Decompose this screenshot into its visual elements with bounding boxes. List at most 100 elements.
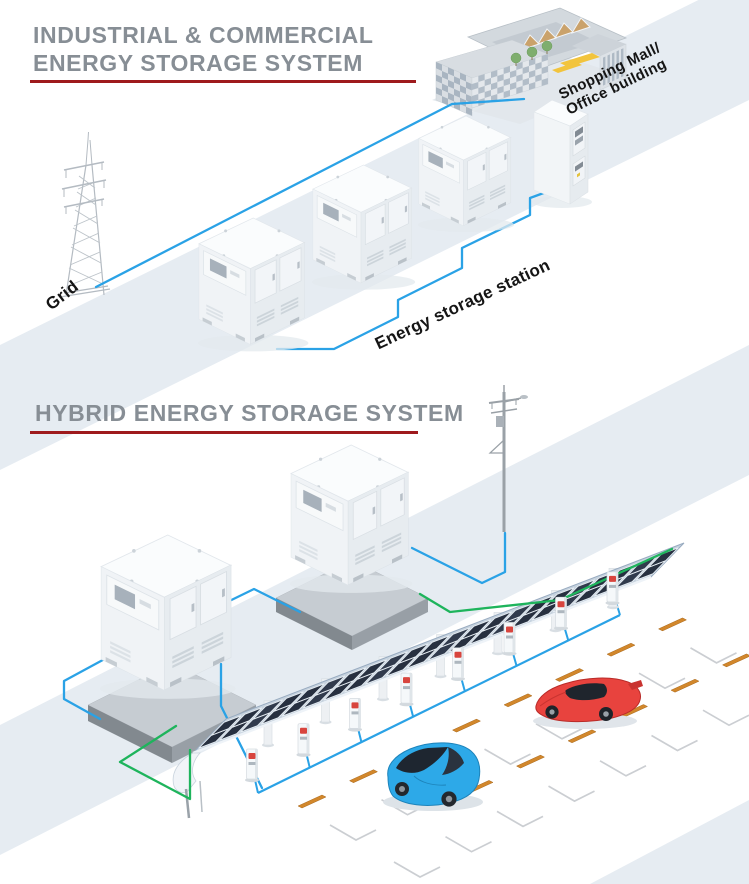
mall-window-cell xyxy=(541,54,548,63)
mall-window-cell xyxy=(528,82,536,91)
industrial-title-line2: ENERGY STORAGE SYSTEM xyxy=(33,49,363,76)
power-line-grid-to-mall xyxy=(94,97,526,289)
mall-window-cell xyxy=(490,82,498,91)
power-line-storage-bus xyxy=(275,185,562,351)
solar-panel-cell xyxy=(211,715,242,736)
mall-window-cell xyxy=(436,74,442,84)
mall-window-cell xyxy=(528,70,536,79)
mall-window-cell xyxy=(472,94,479,102)
mall-trees xyxy=(510,40,553,66)
power-line-left-loop xyxy=(62,653,114,721)
solar-panel-cell xyxy=(440,627,471,648)
industrial-title-line1: INDUSTRIAL & COMMERCIAL xyxy=(33,22,374,48)
mall-window-cell xyxy=(484,78,491,87)
mall-window-cell xyxy=(442,70,448,80)
parking-corner-mark xyxy=(445,835,492,853)
mall-window-cell xyxy=(484,90,491,99)
wheel-stop xyxy=(515,754,546,769)
charger-red-badge xyxy=(248,753,256,759)
charger-red-badge xyxy=(506,626,513,633)
wheel-stop xyxy=(721,653,749,668)
mall-window-cell xyxy=(503,78,510,87)
wheel-stop xyxy=(606,642,636,657)
ev-charger xyxy=(399,672,414,707)
shopping-mall-building xyxy=(432,7,630,124)
solar-panel-cell xyxy=(460,619,492,640)
mall-window-cell xyxy=(472,82,479,90)
blue-car xyxy=(383,742,483,811)
mall-window-cell xyxy=(497,86,504,95)
mall-right-wing xyxy=(599,43,627,91)
mall-window-cell xyxy=(503,90,510,99)
mall-checker-facade-right xyxy=(471,53,549,109)
solar-panel-cell xyxy=(273,691,304,712)
parking-corner-mark xyxy=(702,709,749,727)
parking-corner-mark xyxy=(484,748,531,766)
mall-window-cell xyxy=(448,67,454,77)
parking-corner-mark xyxy=(599,760,647,777)
solar-panel-cell xyxy=(377,651,408,672)
mall-window-cell xyxy=(466,106,472,116)
industrial-scene xyxy=(59,7,630,352)
solar-panel-cell xyxy=(294,683,325,704)
parking-corner-mark xyxy=(535,723,583,740)
canopy-front-edge xyxy=(192,575,652,755)
mall-window-cell xyxy=(448,92,454,102)
mall-window-cell xyxy=(442,83,448,93)
solar-panel-cell xyxy=(231,707,263,728)
ev-charger xyxy=(245,748,259,783)
wheel-stop xyxy=(451,718,482,733)
wheel-stop xyxy=(554,668,585,682)
mall-window-cell xyxy=(509,70,517,79)
mall-window-cell xyxy=(490,70,498,79)
wheel-stop xyxy=(297,794,327,809)
charger-red-badge xyxy=(300,727,307,734)
mall-window-cell xyxy=(460,72,466,82)
industrial-title-underline xyxy=(30,80,416,83)
pv-line-canopy-left xyxy=(118,724,192,801)
ev-charger xyxy=(348,698,362,732)
mall-window-cell xyxy=(541,66,548,75)
canopy-curved-end xyxy=(172,752,201,794)
mall-window-cell xyxy=(528,58,536,67)
charger-red-badge xyxy=(557,601,565,608)
mall-window-cell xyxy=(460,85,466,95)
mall-window-cell xyxy=(436,87,442,97)
parking-corner-mark xyxy=(651,734,698,752)
solar-panel-cell xyxy=(481,611,512,632)
parking-corner-mark xyxy=(690,647,737,664)
charger-red-badge xyxy=(403,677,410,684)
power-line-cabinet-to-pole xyxy=(410,531,507,585)
wheel-stop xyxy=(503,693,533,708)
wheel-stop xyxy=(348,769,379,783)
mall-window-cell xyxy=(503,66,510,75)
mall-window-cell xyxy=(516,86,523,95)
solar-panel-cell xyxy=(419,635,450,656)
ev-charger-row xyxy=(245,571,620,783)
industrial-section-title: INDUSTRIAL & COMMERCIAL ENERGY STORAGE S… xyxy=(33,22,373,77)
wheel-stop xyxy=(657,617,688,632)
canopy-end-leg-2 xyxy=(199,780,203,813)
ev-charger xyxy=(296,723,311,757)
ev-charger xyxy=(554,596,568,631)
ev-charger xyxy=(451,647,465,681)
utility-pole xyxy=(488,385,528,532)
hybrid-scene xyxy=(62,385,749,878)
parking-corner-mark xyxy=(393,861,441,878)
mall-window-cell xyxy=(448,79,454,89)
charger-red-badge xyxy=(609,575,616,582)
hybrid-title-underline xyxy=(30,431,418,434)
mall-window-cell xyxy=(454,76,460,86)
hybrid-section-title: HYBRID ENERGY STORAGE SYSTEM xyxy=(35,400,464,428)
mall-window-cell xyxy=(541,78,548,87)
mall-window-cell xyxy=(516,62,523,71)
charger-red-badge xyxy=(454,651,462,658)
charger-red-badge xyxy=(351,702,359,709)
charger-bus-line xyxy=(257,614,621,794)
solar-panel-cell xyxy=(252,699,283,720)
mall-window-cell xyxy=(436,62,442,71)
mall-window-cell xyxy=(535,62,542,71)
